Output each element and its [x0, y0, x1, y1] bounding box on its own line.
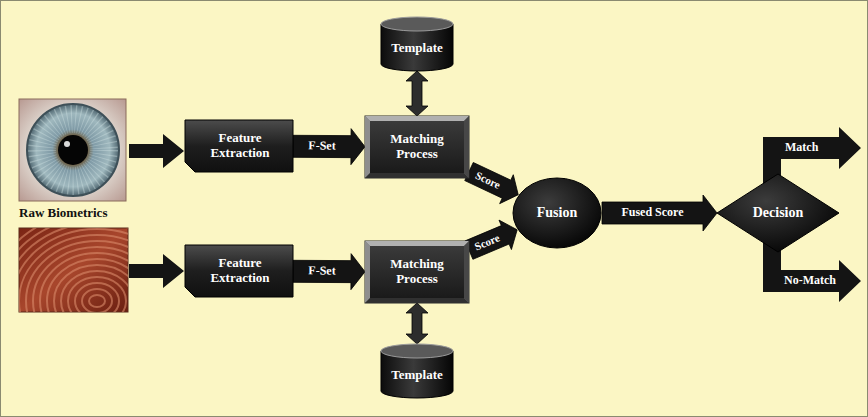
node-label: Matching Process: [375, 257, 459, 287]
fingerprint-image: [1, 211, 203, 391]
decision-diamond: Decision: [717, 174, 839, 252]
input-arrow: [129, 134, 184, 168]
matching-process-box: Matching Process: [365, 116, 469, 178]
template-database: Template: [381, 17, 453, 71]
template-link-arrow: [406, 303, 428, 344]
edge-label: Fused Score: [621, 206, 683, 219]
node-label: Template: [391, 41, 443, 56]
node-label: Fusion: [537, 205, 577, 221]
feature-set-arrow: [293, 129, 365, 165]
input-arrow: [129, 254, 184, 288]
template-database: Template: [381, 344, 453, 398]
score-arrow: [465, 162, 518, 203]
matching-process-box: Matching Process: [365, 241, 469, 303]
node-label: Feature Extraction: [197, 131, 283, 161]
node-label: Matching Process: [375, 132, 459, 162]
edge-label: Score: [473, 169, 502, 191]
outcome-label: Match: [785, 141, 818, 154]
iris-image: [19, 99, 126, 201]
feature-set-arrow: [293, 254, 365, 290]
fused-score-arrow: [602, 195, 717, 231]
fusion-ellipse: Fusion: [512, 177, 602, 249]
node-label: Feature Extraction: [197, 256, 283, 286]
node-label: Template: [391, 368, 443, 383]
feature-extraction-box: Feature Extraction: [185, 120, 293, 172]
feature-extraction-box: Feature Extraction: [185, 245, 293, 297]
input-caption: Raw Biometrics: [19, 206, 107, 220]
edge-label: Score: [473, 232, 502, 253]
edge-label: F-Set: [308, 140, 335, 153]
outcome-label: No-Match: [784, 274, 836, 287]
score-arrow: [465, 220, 517, 259]
template-link-arrow: [406, 71, 428, 116]
edge-label: F-Set: [308, 265, 335, 278]
node-label: Decision: [753, 205, 804, 221]
